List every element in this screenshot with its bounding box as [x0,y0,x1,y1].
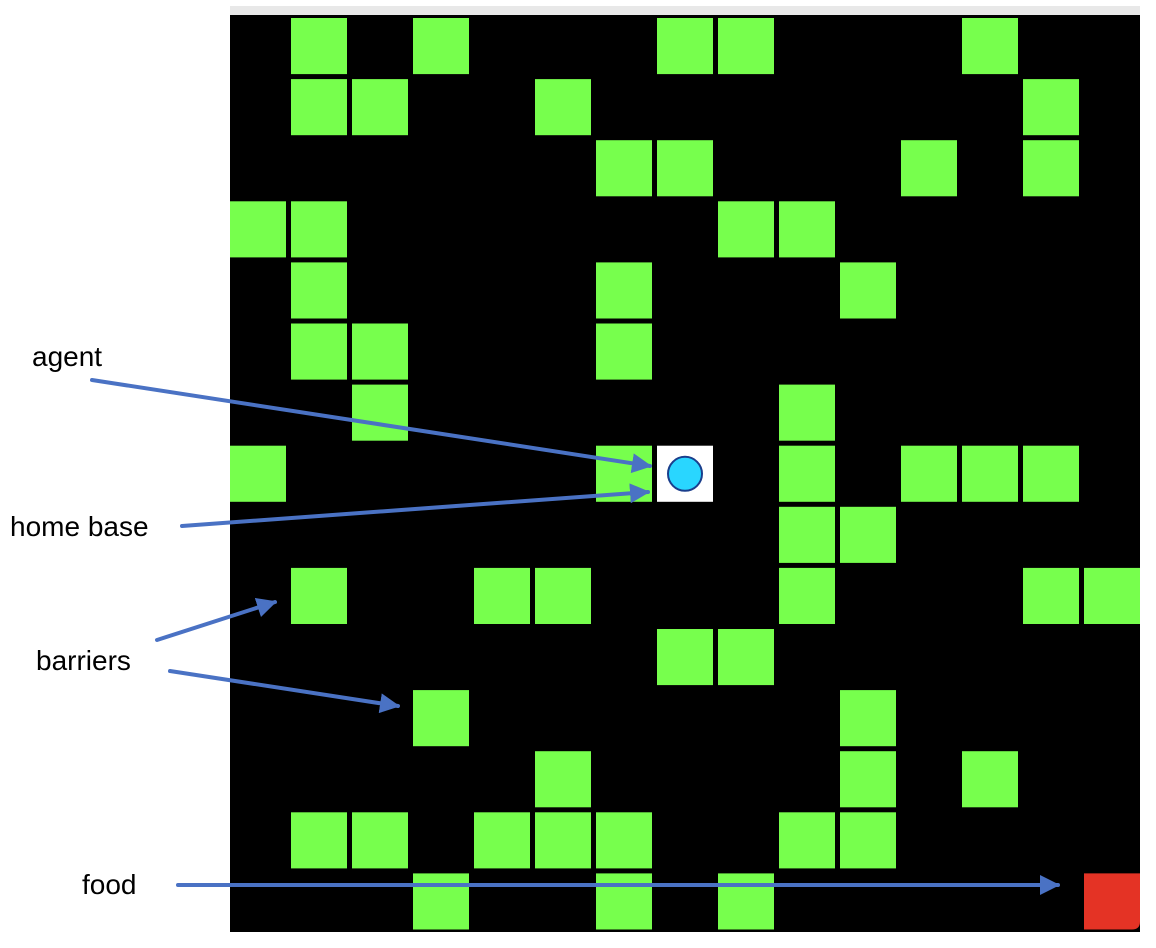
barrier-cell [901,140,957,197]
barrier-cell [596,812,652,869]
barrier-cell [962,751,1018,808]
barrier-cell [535,812,591,869]
annotation-arrows [90,378,1060,895]
barrier-cell [840,751,896,808]
barrier-cell [962,18,1018,75]
barrier-cell [962,445,1018,502]
barrier-cell [291,812,347,869]
barrier-cell [1023,445,1079,502]
barrier-cell [779,506,835,563]
barrier-cell [596,140,652,197]
barrier-cell [779,445,835,502]
barrier-cell [1023,79,1079,136]
board-top-edge [230,6,1140,15]
home-base-label: home base [10,511,149,542]
barrier-cell [291,567,347,624]
barrier-cell [1023,567,1079,624]
barrier-cell [230,201,286,258]
barrier-cell [352,812,408,869]
barriers-arrow-1 [155,597,277,642]
barrier-cell [230,445,286,502]
barrier-cell [596,262,652,319]
barrier-cell [840,506,896,563]
barrier-cell [718,629,774,686]
barriers-label: barriers [36,645,131,676]
barrier-cell [535,79,591,136]
agent-label: agent [32,341,102,372]
barrier-cell [413,18,469,75]
barrier-cell [535,567,591,624]
agent-arrow [90,378,652,474]
barrier-cell [413,873,469,930]
barrier-cell [779,384,835,441]
barrier-cell [596,323,652,380]
barrier-cells [230,18,1140,930]
barrier-cell [352,79,408,136]
barrier-cell [596,873,652,930]
barrier-cell [352,323,408,380]
barrier-cell [779,201,835,258]
barrier-cell [779,567,835,624]
food-cell [1084,873,1140,930]
barrier-cell [413,690,469,747]
barrier-cell [1084,567,1140,624]
barrier-cell [291,79,347,136]
barrier-cell [535,751,591,808]
barriers-arrow-2 [168,669,400,714]
barrier-cell [718,18,774,75]
barrier-cell [840,690,896,747]
barrier-cell [291,201,347,258]
barrier-cell [718,201,774,258]
barrier-cell [657,140,713,197]
barrier-cell [474,812,530,869]
barrier-cell [840,262,896,319]
barrier-cell [901,445,957,502]
food-label: food [82,869,137,900]
barrier-cell [474,567,530,624]
barrier-cell [291,262,347,319]
barrier-cell [840,812,896,869]
barrier-cell [657,18,713,75]
barrier-cell [657,629,713,686]
barrier-cell [718,873,774,930]
home-base-arrow [180,483,650,528]
barrier-cell [779,812,835,869]
barrier-cell [1023,140,1079,197]
barrier-cell [291,323,347,380]
barrier-cell [291,18,347,75]
barrier-cell [352,384,408,441]
agent-circle [667,455,703,492]
